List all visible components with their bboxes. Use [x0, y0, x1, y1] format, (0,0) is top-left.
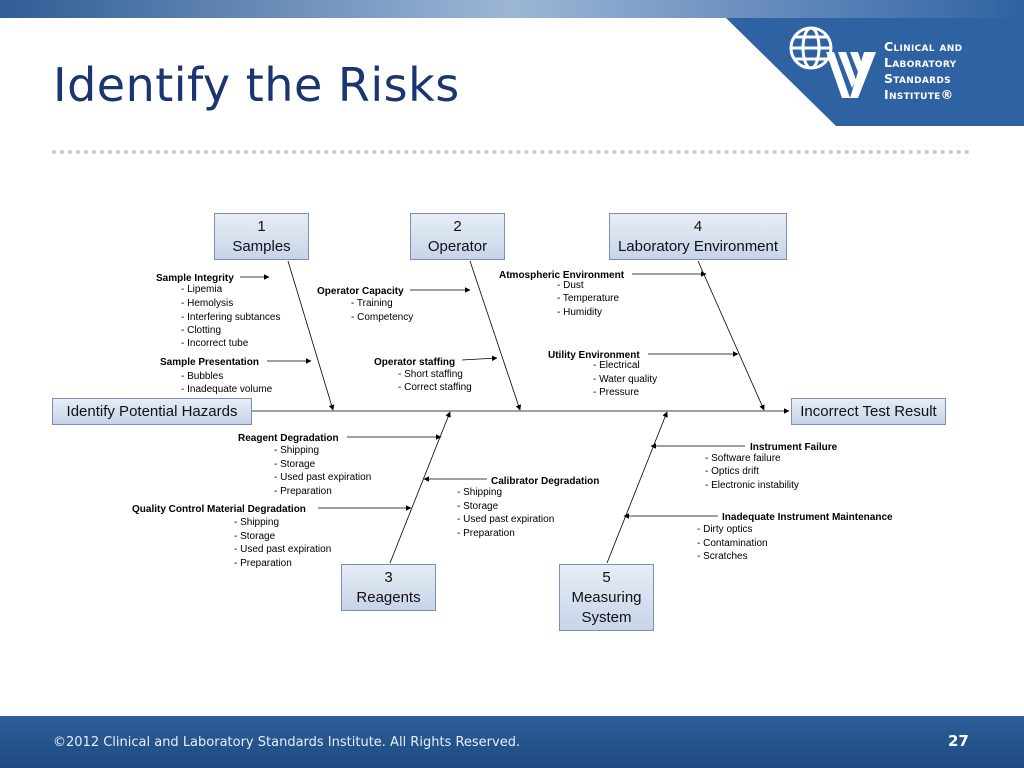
- cause-title: Sample Presentation: [160, 357, 259, 368]
- category-label: Samples: [232, 238, 291, 255]
- branch-reagents: [389, 411, 451, 564]
- effect-box: Incorrect Test Result: [791, 398, 946, 425]
- cause-item: - Electronic instability: [705, 480, 799, 491]
- source-label: Identify Potential Hazards: [66, 403, 238, 420]
- cls-logo-wordmark: Clinical and Laboratory Standards Instit…: [884, 39, 962, 103]
- cause-item: - Contamination: [697, 538, 768, 549]
- category-number: 5: [602, 569, 611, 586]
- cause-item: - Interfering subtances: [181, 312, 281, 323]
- logo-line: Clinical and: [884, 39, 963, 54]
- cause-item: - Used past expiration: [457, 514, 554, 525]
- cause-item: - Training: [351, 298, 393, 309]
- cause-title: Reagent Degradation: [238, 433, 339, 444]
- page-number: 27: [948, 732, 969, 750]
- logo-line: Standards: [884, 71, 951, 86]
- cause-item: - Storage: [234, 531, 276, 542]
- category-label: Measuring System: [571, 589, 642, 626]
- cause-title: Quality Control Material Degradation: [132, 504, 306, 515]
- cause-title: Calibrator Degradation: [491, 476, 599, 487]
- category-box-operator: 2 Operator: [410, 213, 505, 260]
- category-label: Reagents: [356, 589, 421, 606]
- cause-item: - Humidity: [557, 307, 602, 318]
- cause-item: - Short staffing: [398, 369, 463, 380]
- cause-item: - Lipemia: [181, 284, 223, 295]
- cause-title: Utility Environment: [548, 350, 640, 361]
- category-box-reagents: 3 Reagents: [341, 564, 436, 611]
- cause-item: - Optics drift: [705, 466, 759, 477]
- source-box: Identify Potential Hazards: [52, 398, 252, 425]
- cause-title: Inadequate Instrument Maintenance: [722, 512, 893, 523]
- cause-item: - Software failure: [705, 453, 781, 464]
- branch-samples: [287, 260, 335, 411]
- cls-logo-globe-icon: [789, 26, 876, 98]
- cause-title: Sample Integrity: [156, 273, 234, 284]
- cause-item: - Shipping: [274, 445, 319, 456]
- cause-item: - Preparation: [274, 486, 332, 497]
- cause-item: - Clotting: [181, 325, 221, 336]
- branch-measuring-system: [606, 411, 668, 564]
- cause-item: - Dirty optics: [697, 524, 753, 535]
- category-number: 1: [257, 218, 266, 235]
- slide-title: Identify the Risks: [53, 58, 460, 112]
- branch-lab-environment: [697, 260, 765, 411]
- cause-item: - Storage: [457, 501, 499, 512]
- cause-item: - Inadequate volume: [181, 384, 273, 395]
- cause-item: - Used past expiration: [234, 544, 331, 555]
- category-box-measuring-system: 5 Measuring System: [559, 564, 654, 631]
- arrow-operator-staffing: [461, 355, 498, 362]
- cause-item: - Used past expiration: [274, 472, 371, 483]
- cause-title: Atmospheric Environment: [499, 270, 625, 281]
- cause-item: - Scratches: [697, 551, 748, 562]
- cause-item: - Correct staffing: [398, 382, 472, 393]
- branch-operator: [469, 260, 522, 411]
- cause-item: - Hemolysis: [181, 298, 233, 309]
- cause-item: - Pressure: [593, 387, 640, 398]
- cause-item: - Bubbles: [181, 371, 223, 382]
- cause-item: - Shipping: [234, 517, 279, 528]
- cause-item: - Incorrect tube: [181, 338, 249, 349]
- category-number: 2: [453, 218, 462, 235]
- header-background: [0, 0, 1024, 126]
- category-label: Laboratory Environment: [617, 238, 779, 255]
- cause-title: Operator Capacity: [317, 286, 404, 297]
- cause-item: - Preparation: [234, 558, 292, 569]
- cause-item: - Water quality: [593, 374, 657, 385]
- cause-item: - Preparation: [457, 528, 515, 539]
- cause-item: - Storage: [274, 459, 316, 470]
- fishbone-diagram: Sample Integrity - Lipemia - Hemolysis -…: [132, 260, 893, 569]
- logo-line: Institute®: [884, 87, 954, 102]
- category-number: 4: [693, 218, 703, 235]
- slide-footer: ©2012 Clinical and Laboratory Standards …: [0, 716, 1024, 768]
- cause-title: Instrument Failure: [750, 442, 838, 453]
- cause-item: - Competency: [351, 312, 413, 323]
- category-box-lab-environment: 4 Laboratory Environment: [609, 213, 787, 260]
- category-box-samples: 1 Samples: [214, 213, 309, 260]
- effect-label: Incorrect Test Result: [800, 403, 937, 420]
- cause-title: Operator staffing: [374, 357, 455, 368]
- cause-item: - Shipping: [457, 487, 502, 498]
- logo-line: Laboratory: [884, 55, 957, 70]
- cause-item: - Dust: [557, 280, 584, 291]
- cause-item: - Temperature: [557, 293, 620, 304]
- category-label: Operator: [427, 238, 488, 255]
- cause-item: - Electrical: [593, 360, 640, 371]
- category-number: 3: [384, 569, 393, 586]
- copyright-text: ©2012 Clinical and Laboratory Standards …: [53, 735, 521, 750]
- title-divider: [52, 150, 970, 154]
